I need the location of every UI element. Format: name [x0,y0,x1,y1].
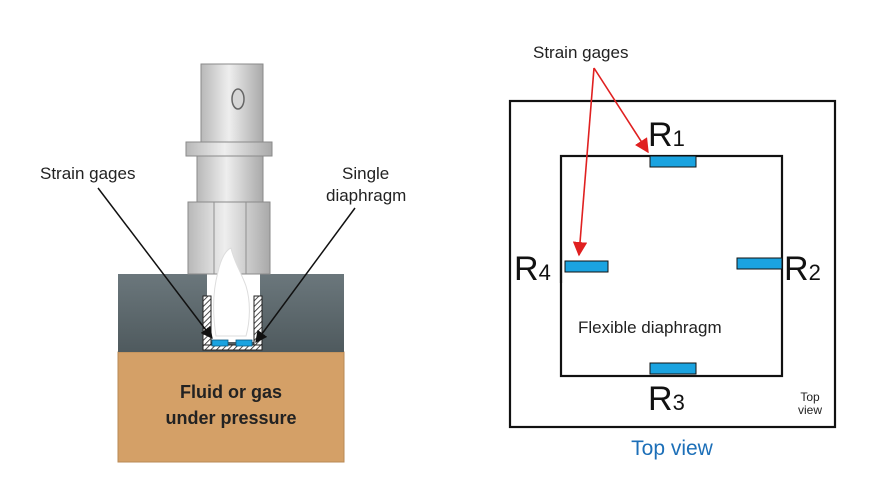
sensor-collar [185,141,273,157]
label-r1: R1 [648,116,685,154]
fluid-block [117,351,345,463]
label-r4: R4 [514,250,551,288]
side-strain-gages-label: Strain gages [40,164,135,183]
fluid-label-line1: Fluid or gas [180,382,282,402]
side-strain-gages-arrow [97,187,213,339]
single-diaphragm-arrow [255,207,356,343]
corner-top-label: Top [800,390,820,404]
cavity-wall-left [202,295,212,347]
gage-r4 [564,260,609,273]
corner-view-label: view [798,403,822,417]
label-r3: R3 [648,380,685,418]
flexible-diaphragm-label: Flexible diaphragm [578,318,722,337]
strain-gage-arrow-r4 [572,67,595,257]
side-strain-gage-right [235,339,253,347]
outer-frame [508,99,837,429]
single-diaphragm [202,344,263,351]
cap-hole [231,88,245,110]
gage-r1 [649,155,697,168]
strain-gage-arrow-r1 [593,67,649,154]
single-label: Single [342,164,389,183]
gage-r3 [649,362,697,375]
top-view-figure: R1 R2 R3 R4 Strain gages Flexible diaphr… [508,43,837,460]
gage-r2 [736,257,783,270]
fluid-label-line2: under pressure [165,408,296,428]
top-strain-gages-label: Strain gages [533,43,628,62]
sensing-element [213,247,250,337]
side-strain-gage-left [211,339,229,347]
side-view-figure: Strain gages Single diaphragm Fluid or g… [40,63,406,463]
sensor-body [196,155,264,203]
diaphragm-label: diaphragm [326,186,406,205]
top-view-caption: Top view [631,437,714,460]
label-r2: R2 [784,250,821,288]
